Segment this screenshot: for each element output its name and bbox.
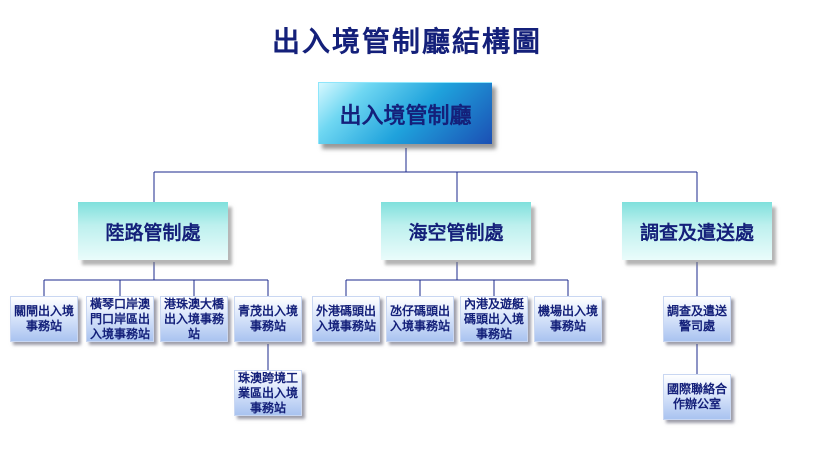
unit-node-label: 內港及遊艇碼頭出入境事務站 bbox=[463, 296, 524, 341]
unit-node-label: 調查及遣送警司處 bbox=[666, 304, 727, 333]
dept-node-investigation: 調查及遣送處 bbox=[622, 202, 772, 260]
unit-node-label: 外港碼頭出入境事務站 bbox=[315, 304, 376, 333]
unit-node: 國際聯絡合作辦公室 bbox=[663, 374, 731, 420]
unit-node-label: 關閘出入境事務站 bbox=[13, 304, 74, 333]
dept-node-sea-air: 海空管制處 bbox=[381, 202, 531, 260]
unit-node-label: 機場出入境事務站 bbox=[537, 304, 598, 333]
unit-node-label: 氹仔碼頭出入境事務站 bbox=[389, 304, 450, 333]
unit-node-label: 港珠澳大橋出入境事務站 bbox=[163, 296, 224, 341]
dept-node-label: 調查及遣送處 bbox=[639, 221, 754, 244]
unit-node-label: 橫琴口岸澳門口岸區出入境事務站 bbox=[89, 296, 150, 341]
unit-node: 調查及遣送警司處 bbox=[663, 296, 731, 342]
unit-node: 外港碼頭出入境事務站 bbox=[312, 296, 380, 342]
dept-node-land: 陸路管制處 bbox=[78, 202, 228, 260]
unit-node-label: 青茂出入境事務站 bbox=[237, 304, 298, 333]
unit-node: 青茂出入境事務站 bbox=[234, 296, 302, 342]
unit-node: 內港及遊艇碼頭出入境事務站 bbox=[460, 296, 528, 342]
unit-node: 機場出入境事務站 bbox=[534, 296, 602, 342]
unit-node-label: 珠澳跨境工業區出入境事務站 bbox=[237, 370, 298, 415]
unit-node: 氹仔碼頭出入境事務站 bbox=[386, 296, 454, 342]
root-node: 出入境管制廳 bbox=[318, 82, 492, 144]
dept-node-label: 海空管制處 bbox=[408, 221, 504, 244]
unit-node-label: 國際聯絡合作辦公室 bbox=[666, 382, 727, 411]
chart-title: 出入境管制廳結構圖 bbox=[271, 25, 542, 58]
unit-node: 珠澳跨境工業區出入境事務站 bbox=[234, 370, 302, 416]
dept-node-label: 陸路管制處 bbox=[105, 221, 201, 244]
unit-node: 港珠澳大橋出入境事務站 bbox=[160, 296, 228, 342]
unit-node: 關閘出入境事務站 bbox=[10, 296, 78, 342]
root-node-label: 出入境管制廳 bbox=[339, 103, 472, 129]
unit-node: 橫琴口岸澳門口岸區出入境事務站 bbox=[86, 296, 154, 342]
